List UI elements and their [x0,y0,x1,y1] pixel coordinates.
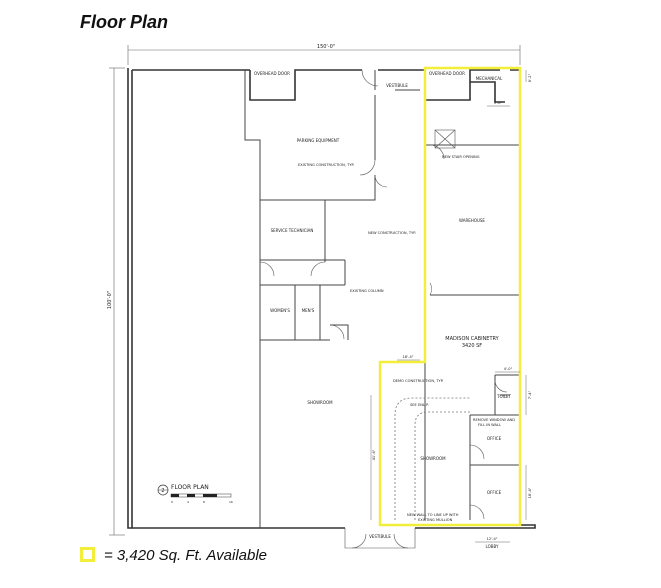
exterior-walls [127,68,536,529]
overhead-door-left-label: OVERHEAD DOOR [254,71,290,76]
scale-tick-0: 0 [171,500,173,504]
room-labels: OVERHEAD DOOR OVERHEAD DOOR VESTIBULE ME… [254,71,511,549]
tenant-area-label: 3420 SF [462,343,482,349]
lobby-label: LOBBY [486,544,500,549]
scale-tick-1: 4 [187,500,189,504]
overall-dimensions [109,45,521,536]
office-1-label: OFFICE [487,436,502,441]
detail-dimensions: 6'-2" 5'-0" 18'-4" 4'-0" 7'-4" 41'-6" 18… [372,73,532,541]
scale-block: 2 FLOOR PLAN 0 4 8 16 [157,484,233,504]
showroom-main-label: SHOWROOM [307,400,333,405]
interior-walls [244,70,520,528]
showroom-counter-outline [394,397,470,520]
warehouse-label: WAREHOUSE [459,218,485,223]
mens-label: MEN'S [302,308,315,313]
legend-swatch [80,547,95,562]
legend-text: = 3,420 Sq. Ft. Available [104,547,268,564]
scale-bar-segment-3 [203,494,217,497]
parking-equipment-label: PARKING EQUIPMENT [297,138,340,143]
door-swings [259,69,508,549]
note-existing-column: EXISTING COLUMN [350,289,384,293]
note-new-stair-opening: NEW STAIR OPENING [442,155,480,159]
vestibule-top-label: VESTIBULE [386,83,408,88]
womens-label: WOMEN'S [270,308,290,313]
service-technician-label: SERVICE TECHNICIAN [271,228,314,233]
available-space-outline [378,66,522,527]
dim-4-0: 4'-0" [504,367,513,371]
detail-dimension-lines [370,70,527,543]
showroom-tenant-label: SHOWROOM [420,456,446,461]
drawing-number: 2 [161,488,164,494]
office-2-label: OFFICE [487,490,502,495]
dim-18-4-top: 18'-4" [403,355,414,359]
dim-7-4: 7'-4" [528,390,532,399]
note-remove-window: REMOVE WINDOW AND [473,418,515,422]
dim-6-2: 6'-2" [528,73,532,82]
note-new-construction: NEW CONSTRUCTION, TYP. [368,231,416,235]
mechanical-label: MECHANICAL [476,76,503,81]
scale-bar-segment-2 [187,494,195,497]
dim-41-6: 41'-6" [372,449,376,460]
overall-depth-dim: 100'-0" [107,291,113,309]
note-see-enlarged: SEE ENL.P. [410,403,429,407]
toilet-label: TOILET [496,394,512,399]
note-new-wall-2: EXISTING MULLION [418,518,453,522]
dim-12-4: 12'-4" [487,537,498,541]
vestibule-bottom-label: VESTIBULE [369,534,391,539]
note-fill-in-wall: FILL IN WALL [478,423,501,427]
overall-width-dim: 150'-0" [317,44,335,50]
page-title: Floor Plan [80,12,169,32]
scale-tick-2: 8 [203,500,205,504]
note-demo-construction: DEMO CONSTRUCTION, TYP. [393,379,444,383]
scale-bar-segment-1 [171,494,179,497]
note-new-wall-1: NEW WALL TO LINE UP WITH [407,513,459,517]
tenant-name-label: MADISON CABINETRY [445,336,499,342]
overhead-door-right-label: OVERHEAD DOOR [429,71,465,76]
annotation-notes: EXISTING CONSTRUCTION, TYP. NEW STAIR OP… [298,155,515,522]
dim-5-0: 5'-0" [494,101,503,105]
scale-label: FLOOR PLAN [171,484,209,491]
scale-tick-3: 16 [229,500,233,504]
stair-symbol [434,129,456,149]
note-existing-construction: EXISTING CONSTRUCTION, TYP. [298,163,355,167]
scale-bar-outline [170,493,232,498]
dim-18-4-right: 18'-4" [528,487,532,498]
